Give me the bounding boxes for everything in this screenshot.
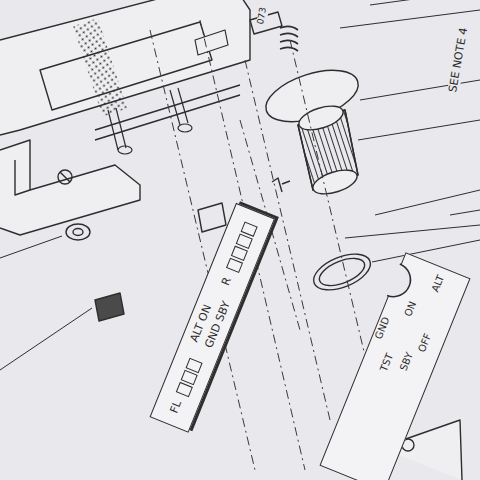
switch-legend: ON	[402, 300, 418, 318]
switch-legend: GND	[372, 315, 391, 340]
note-callout: SEE NOTE 4	[447, 27, 470, 94]
display-legend: R	[219, 276, 233, 288]
digit-window	[235, 234, 252, 249]
switch-legend: SBY	[397, 351, 414, 373]
digit-window	[240, 222, 257, 237]
digit-window	[175, 381, 192, 396]
switch-legend: ALT	[429, 273, 446, 293]
switch-legend: OFF	[415, 332, 432, 354]
digit-group	[173, 355, 204, 398]
display-module: FL ALT ONGND SBY R	[149, 203, 274, 433]
display-legend: FL	[168, 399, 184, 415]
switch-legend: TST	[377, 351, 394, 372]
digit-window	[185, 357, 202, 372]
digit-window	[230, 246, 247, 261]
mode-legend: ALT ONGND SBY	[188, 294, 233, 350]
digit-window	[225, 258, 242, 273]
digit-group	[222, 220, 258, 275]
digit-window	[180, 369, 197, 384]
part-number: 073	[256, 7, 269, 26]
